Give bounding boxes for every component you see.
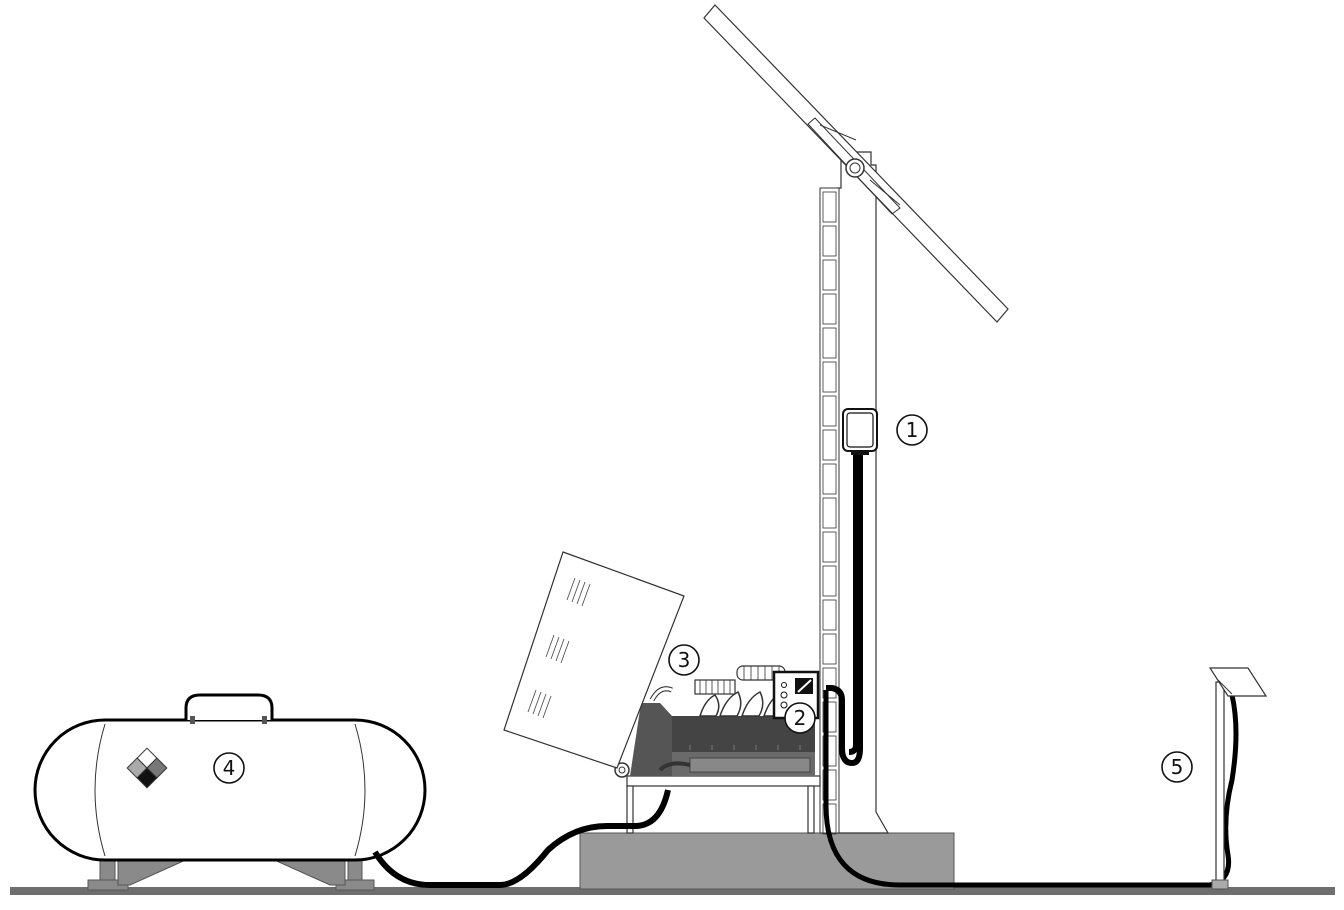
ladder-rung <box>822 633 837 665</box>
ladder-rung <box>822 769 837 801</box>
ladder-rung <box>822 599 837 631</box>
tilting-boom <box>703 4 1009 323</box>
callout-1: 1 <box>896 414 928 446</box>
ladder-rung <box>822 429 837 461</box>
engine-module <box>503 551 821 834</box>
callout-label: 1 <box>906 418 919 442</box>
ground-line <box>10 887 1335 895</box>
ladder-rung <box>822 735 837 767</box>
ladder-rung <box>822 327 837 359</box>
output-hose <box>823 690 1239 888</box>
terminal-post <box>1208 667 1268 890</box>
engine-stand <box>626 775 821 834</box>
ladder-rung <box>822 225 837 257</box>
fuel-hose <box>372 789 671 888</box>
ladder-rung <box>822 259 837 291</box>
junction-box <box>826 408 878 766</box>
ladder-rung <box>822 531 837 563</box>
callout-label: 3 <box>678 648 691 672</box>
callout-2: 2 <box>784 702 816 734</box>
callout-label: 5 <box>1171 755 1184 779</box>
ladder-rung <box>822 565 837 597</box>
concrete-base <box>579 832 955 890</box>
callout-label: 2 <box>794 706 807 730</box>
callout-label: 4 <box>223 756 236 780</box>
ladder-rung <box>822 497 837 529</box>
hazard-diamond-icon <box>126 747 168 789</box>
ladder-rung <box>822 463 837 495</box>
ladder-rung <box>822 701 837 733</box>
callout-4: 4 <box>213 752 245 784</box>
ladder-rung <box>822 293 837 325</box>
ladder-rung <box>822 667 837 699</box>
fuel-tank <box>33 693 427 891</box>
open-hood <box>503 551 685 769</box>
ladder-rung <box>822 361 837 393</box>
ladder-rung <box>822 191 837 223</box>
callout-3: 3 <box>668 644 700 676</box>
ladder-rung <box>822 395 837 427</box>
callout-5: 5 <box>1161 751 1193 783</box>
